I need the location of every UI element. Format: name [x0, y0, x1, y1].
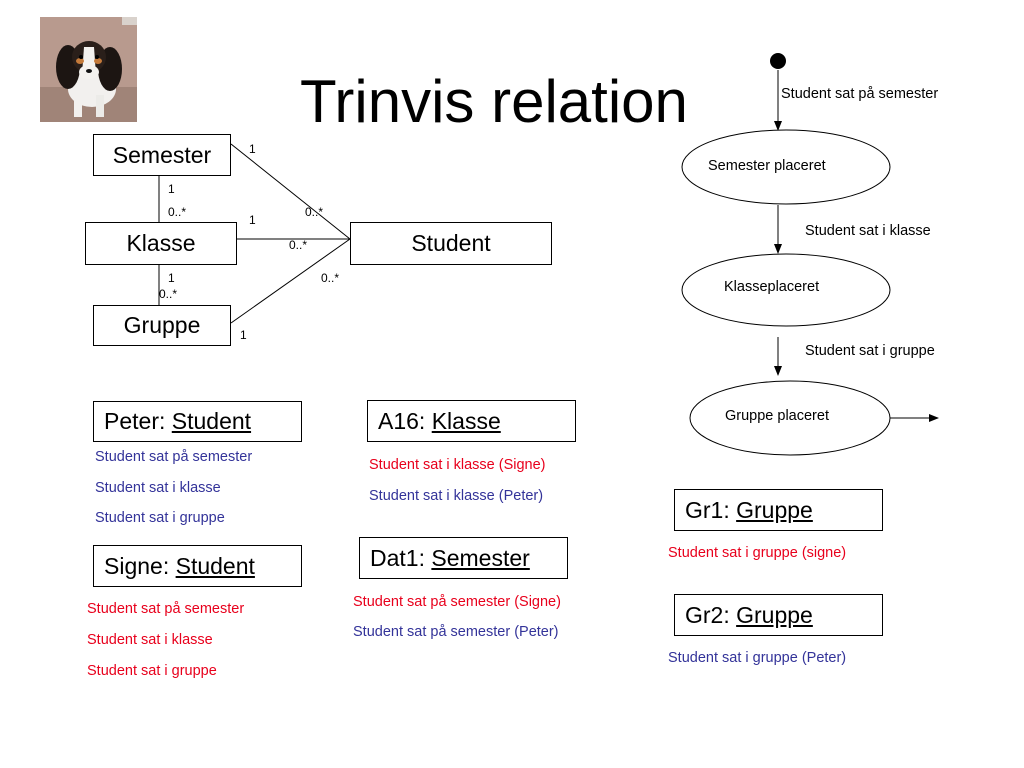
slide-title: Trinvis relation: [300, 68, 688, 135]
mult-klasse-gruppe-many: 0..*: [159, 287, 178, 301]
gr2-event-1: Student sat i gruppe (Peter): [668, 650, 847, 666]
object-gr2-name: Gr2:: [685, 601, 737, 628]
gr1-event-1: Student sat i gruppe (signe): [668, 545, 847, 561]
object-signe-type: Student: [175, 552, 255, 579]
object-gr1-type: Gruppe: [736, 496, 813, 523]
a16-event-1: Student sat i klasse (Signe): [369, 457, 546, 473]
transition-label-gruppe: Student sat i gruppe: [805, 343, 935, 359]
object-signe-name: Signe:: [104, 552, 176, 579]
dat1-event-2: Student sat på semester (Peter): [353, 624, 559, 640]
assoc-semester-student: [230, 143, 351, 240]
mult-klasse-student-1: 1: [249, 213, 256, 227]
transition-label-semester: Student sat på semester: [781, 86, 939, 102]
class-gruppe: Gruppe: [93, 305, 231, 346]
object-a16: A16: Klasse: [367, 400, 576, 442]
peter-event-3: Student sat i gruppe: [95, 510, 225, 526]
a16-event-2: Student sat i klasse (Peter): [369, 488, 544, 504]
mult-semester-student-1: 1: [249, 142, 256, 156]
mult-klasse-gruppe-1: 1: [168, 271, 175, 285]
state-label-klasse: Klasseplaceret: [724, 279, 820, 295]
state-label-semester: Semester placeret: [708, 158, 826, 174]
object-peter: Peter: Student: [93, 401, 302, 442]
signe-event-3: Student sat i gruppe: [87, 663, 217, 679]
mult-gruppe-student-many: 0..*: [321, 271, 340, 285]
object-dat1-type: Semester: [431, 544, 530, 571]
object-gr2-type: Gruppe: [736, 601, 813, 628]
object-dat1: Dat1: Semester: [359, 537, 568, 579]
dat1-event-1: Student sat på semester (Signe): [353, 594, 561, 610]
mult-gruppe-student-1: 1: [240, 328, 247, 342]
dog-photo-icon: [40, 17, 137, 122]
mult-semester-student-many: 0..*: [305, 205, 324, 219]
object-a16-type: Klasse: [431, 407, 501, 434]
object-dat1-name: Dat1:: [370, 544, 432, 571]
class-student: Student: [350, 222, 552, 265]
mult-semester-klasse-1: 1: [168, 182, 175, 196]
peter-event-1: Student sat på semester: [95, 449, 253, 465]
signe-event-2: Student sat i klasse: [87, 632, 213, 648]
object-signe: Signe: Student: [93, 545, 302, 587]
transition-label-klasse: Student sat i klasse: [805, 223, 931, 239]
object-gr1-name: Gr1:: [685, 496, 737, 523]
object-peter-name: Peter:: [104, 408, 172, 434]
object-gr1: Gr1: Gruppe: [674, 489, 883, 531]
object-gr2: Gr2: Gruppe: [674, 594, 883, 636]
assoc-gruppe-student: [230, 238, 351, 324]
state-ellipse-klasse: [681, 253, 891, 327]
state-label-gruppe: Gruppe placeret: [725, 408, 829, 424]
signe-event-1: Student sat på semester: [87, 601, 245, 617]
mult-semester-klasse-many: 0..*: [168, 205, 187, 219]
object-a16-name: A16:: [378, 407, 432, 434]
class-klasse: Klasse: [85, 222, 237, 265]
state-ellipse-semester: [681, 129, 891, 205]
peter-event-2: Student sat i klasse: [95, 480, 221, 496]
initial-state-dot: [770, 53, 786, 69]
object-peter-type: Student: [171, 408, 252, 434]
class-semester: Semester: [93, 134, 231, 176]
mult-klasse-student-many: 0..*: [289, 238, 308, 252]
